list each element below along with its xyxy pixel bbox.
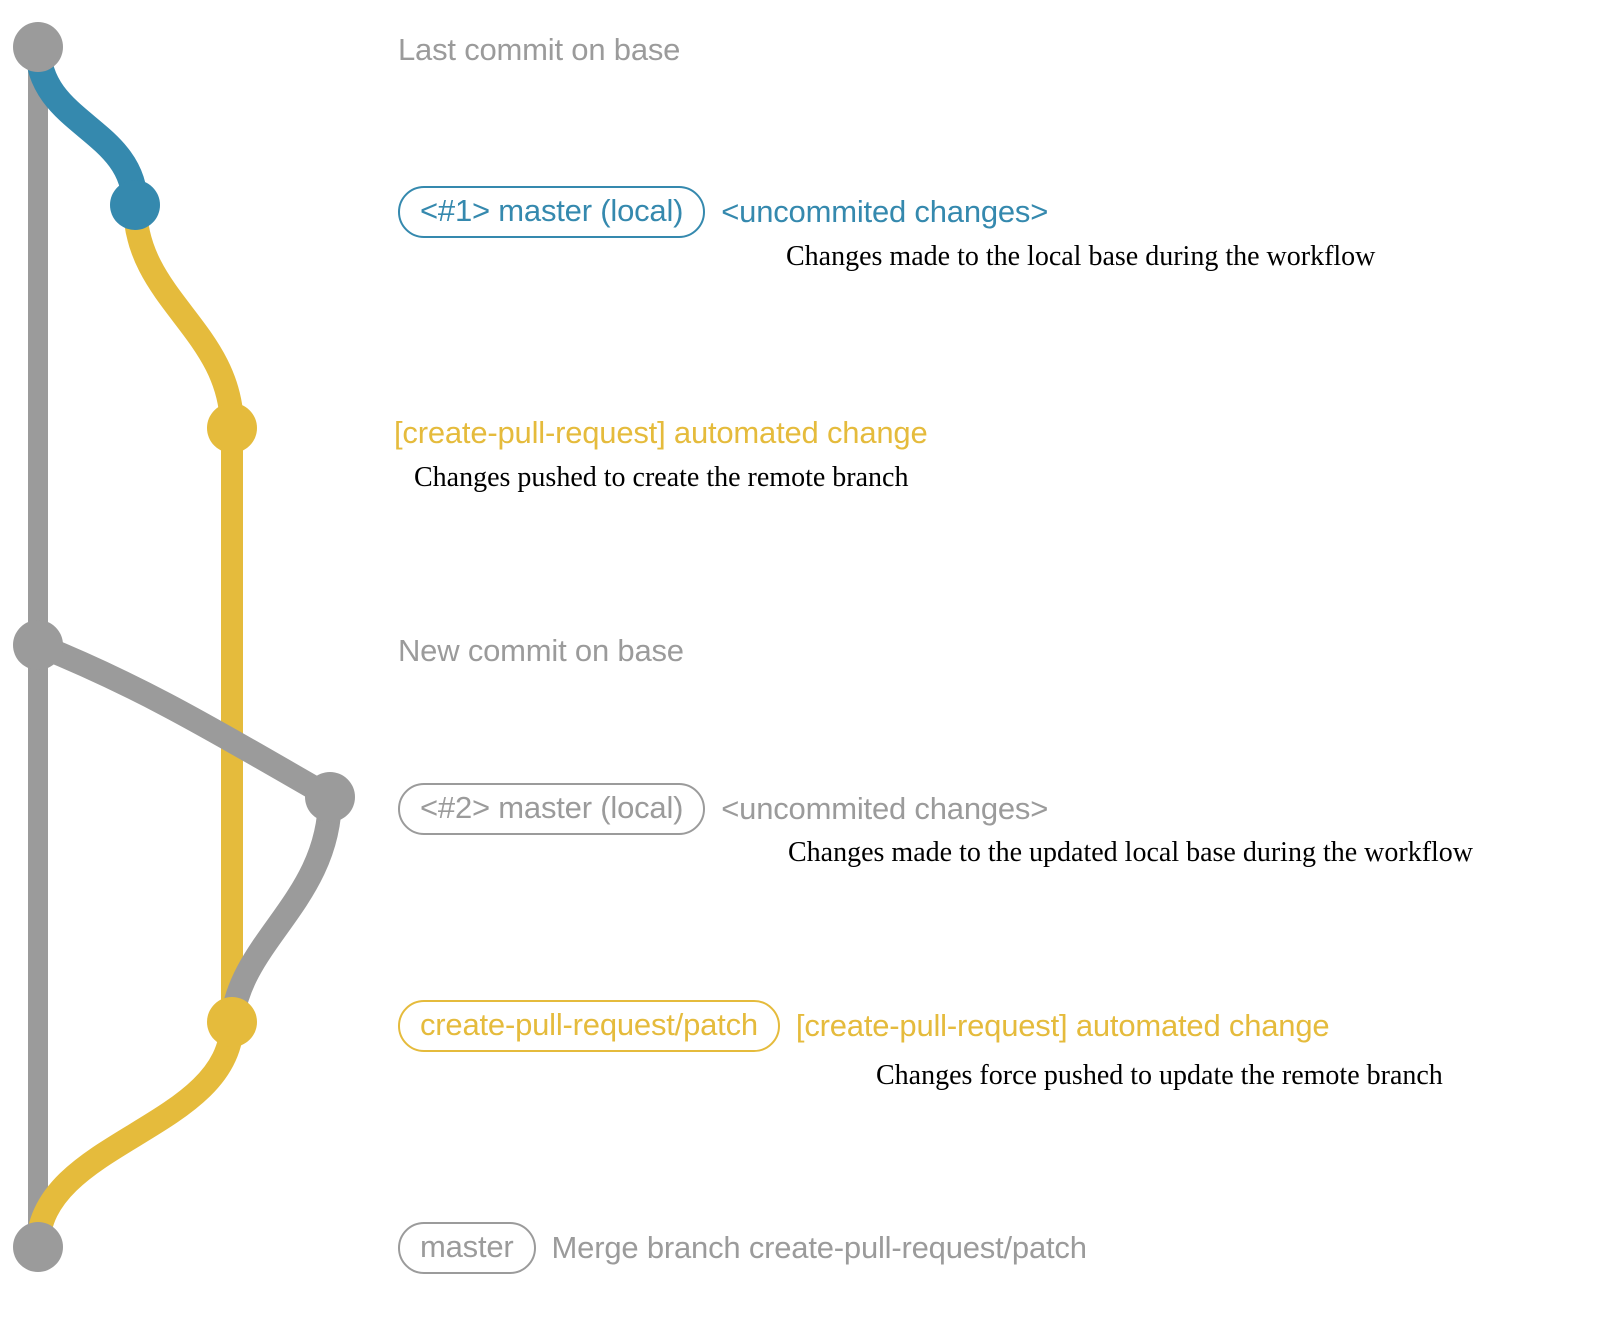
row-create-pull-request-patch: create-pull-request/patch [create-pull-r…	[398, 1000, 1330, 1052]
commit-node-local-2[interactable]	[305, 772, 355, 822]
row-master-merge: master Merge branch create-pull-request/…	[398, 1222, 1087, 1274]
row-last-commit-on-base: Last commit on base	[398, 32, 680, 68]
description-master-local-2: Changes made to the updated local base d…	[788, 837, 1474, 868]
commit-message-automated-change-2: [create-pull-request] automated change	[795, 1008, 1330, 1043]
commit-node-patch-1[interactable]	[207, 403, 257, 453]
row-master-local-1: <#1> master (local) <uncommited changes>	[398, 186, 1048, 238]
commit-message-last-commit-on-base: Last commit on base	[398, 32, 681, 67]
rebase-branch-line	[26, 633, 342, 809]
row-automated-change-1: [create-pull-request] automated change	[394, 415, 928, 451]
branch-badge-create-pull-request-patch[interactable]: create-pull-request/patch	[398, 1000, 780, 1052]
merge-line	[26, 1010, 244, 1259]
commit-node-local-1[interactable]	[110, 180, 160, 230]
commit-message-master-local-1: <uncommited changes>	[721, 194, 1049, 229]
branch-badge-master-local-1[interactable]: <#1> master (local)	[398, 186, 706, 238]
commit-node-merge-master[interactable]	[13, 1222, 63, 1272]
commit-message-new-commit-on-base: New commit on base	[398, 633, 684, 668]
description-master-local-1: Changes made to the local base during th…	[786, 241, 1376, 272]
commit-message-master-merge: Merge branch create-pull-request/patch	[551, 1230, 1087, 1265]
branch-badge-master-local-2[interactable]: <#2> master (local)	[398, 783, 706, 835]
row-master-local-2: <#2> master (local) <uncommited changes>	[398, 783, 1048, 835]
description-automated-change-1: Changes pushed to create the remote bran…	[414, 462, 909, 493]
description-create-pull-request-patch: Changes force pushed to update the remot…	[876, 1060, 1443, 1091]
git-commit-graph	[13, 22, 355, 1272]
commit-node-base-new[interactable]	[13, 620, 63, 670]
commit-node-base-top[interactable]	[13, 22, 63, 72]
commit-node-patch-2[interactable]	[207, 997, 257, 1047]
branch-badge-master[interactable]: master	[398, 1222, 536, 1274]
patch-branch-line-1	[123, 193, 244, 440]
commit-message-automated-change-1: [create-pull-request] automated change	[394, 415, 928, 450]
force-push-line	[220, 785, 342, 1034]
row-new-commit-on-base: New commit on base	[398, 633, 684, 669]
local-branch-line-1	[25, 34, 148, 218]
commit-message-master-local-2: <uncommited changes>	[721, 791, 1049, 826]
